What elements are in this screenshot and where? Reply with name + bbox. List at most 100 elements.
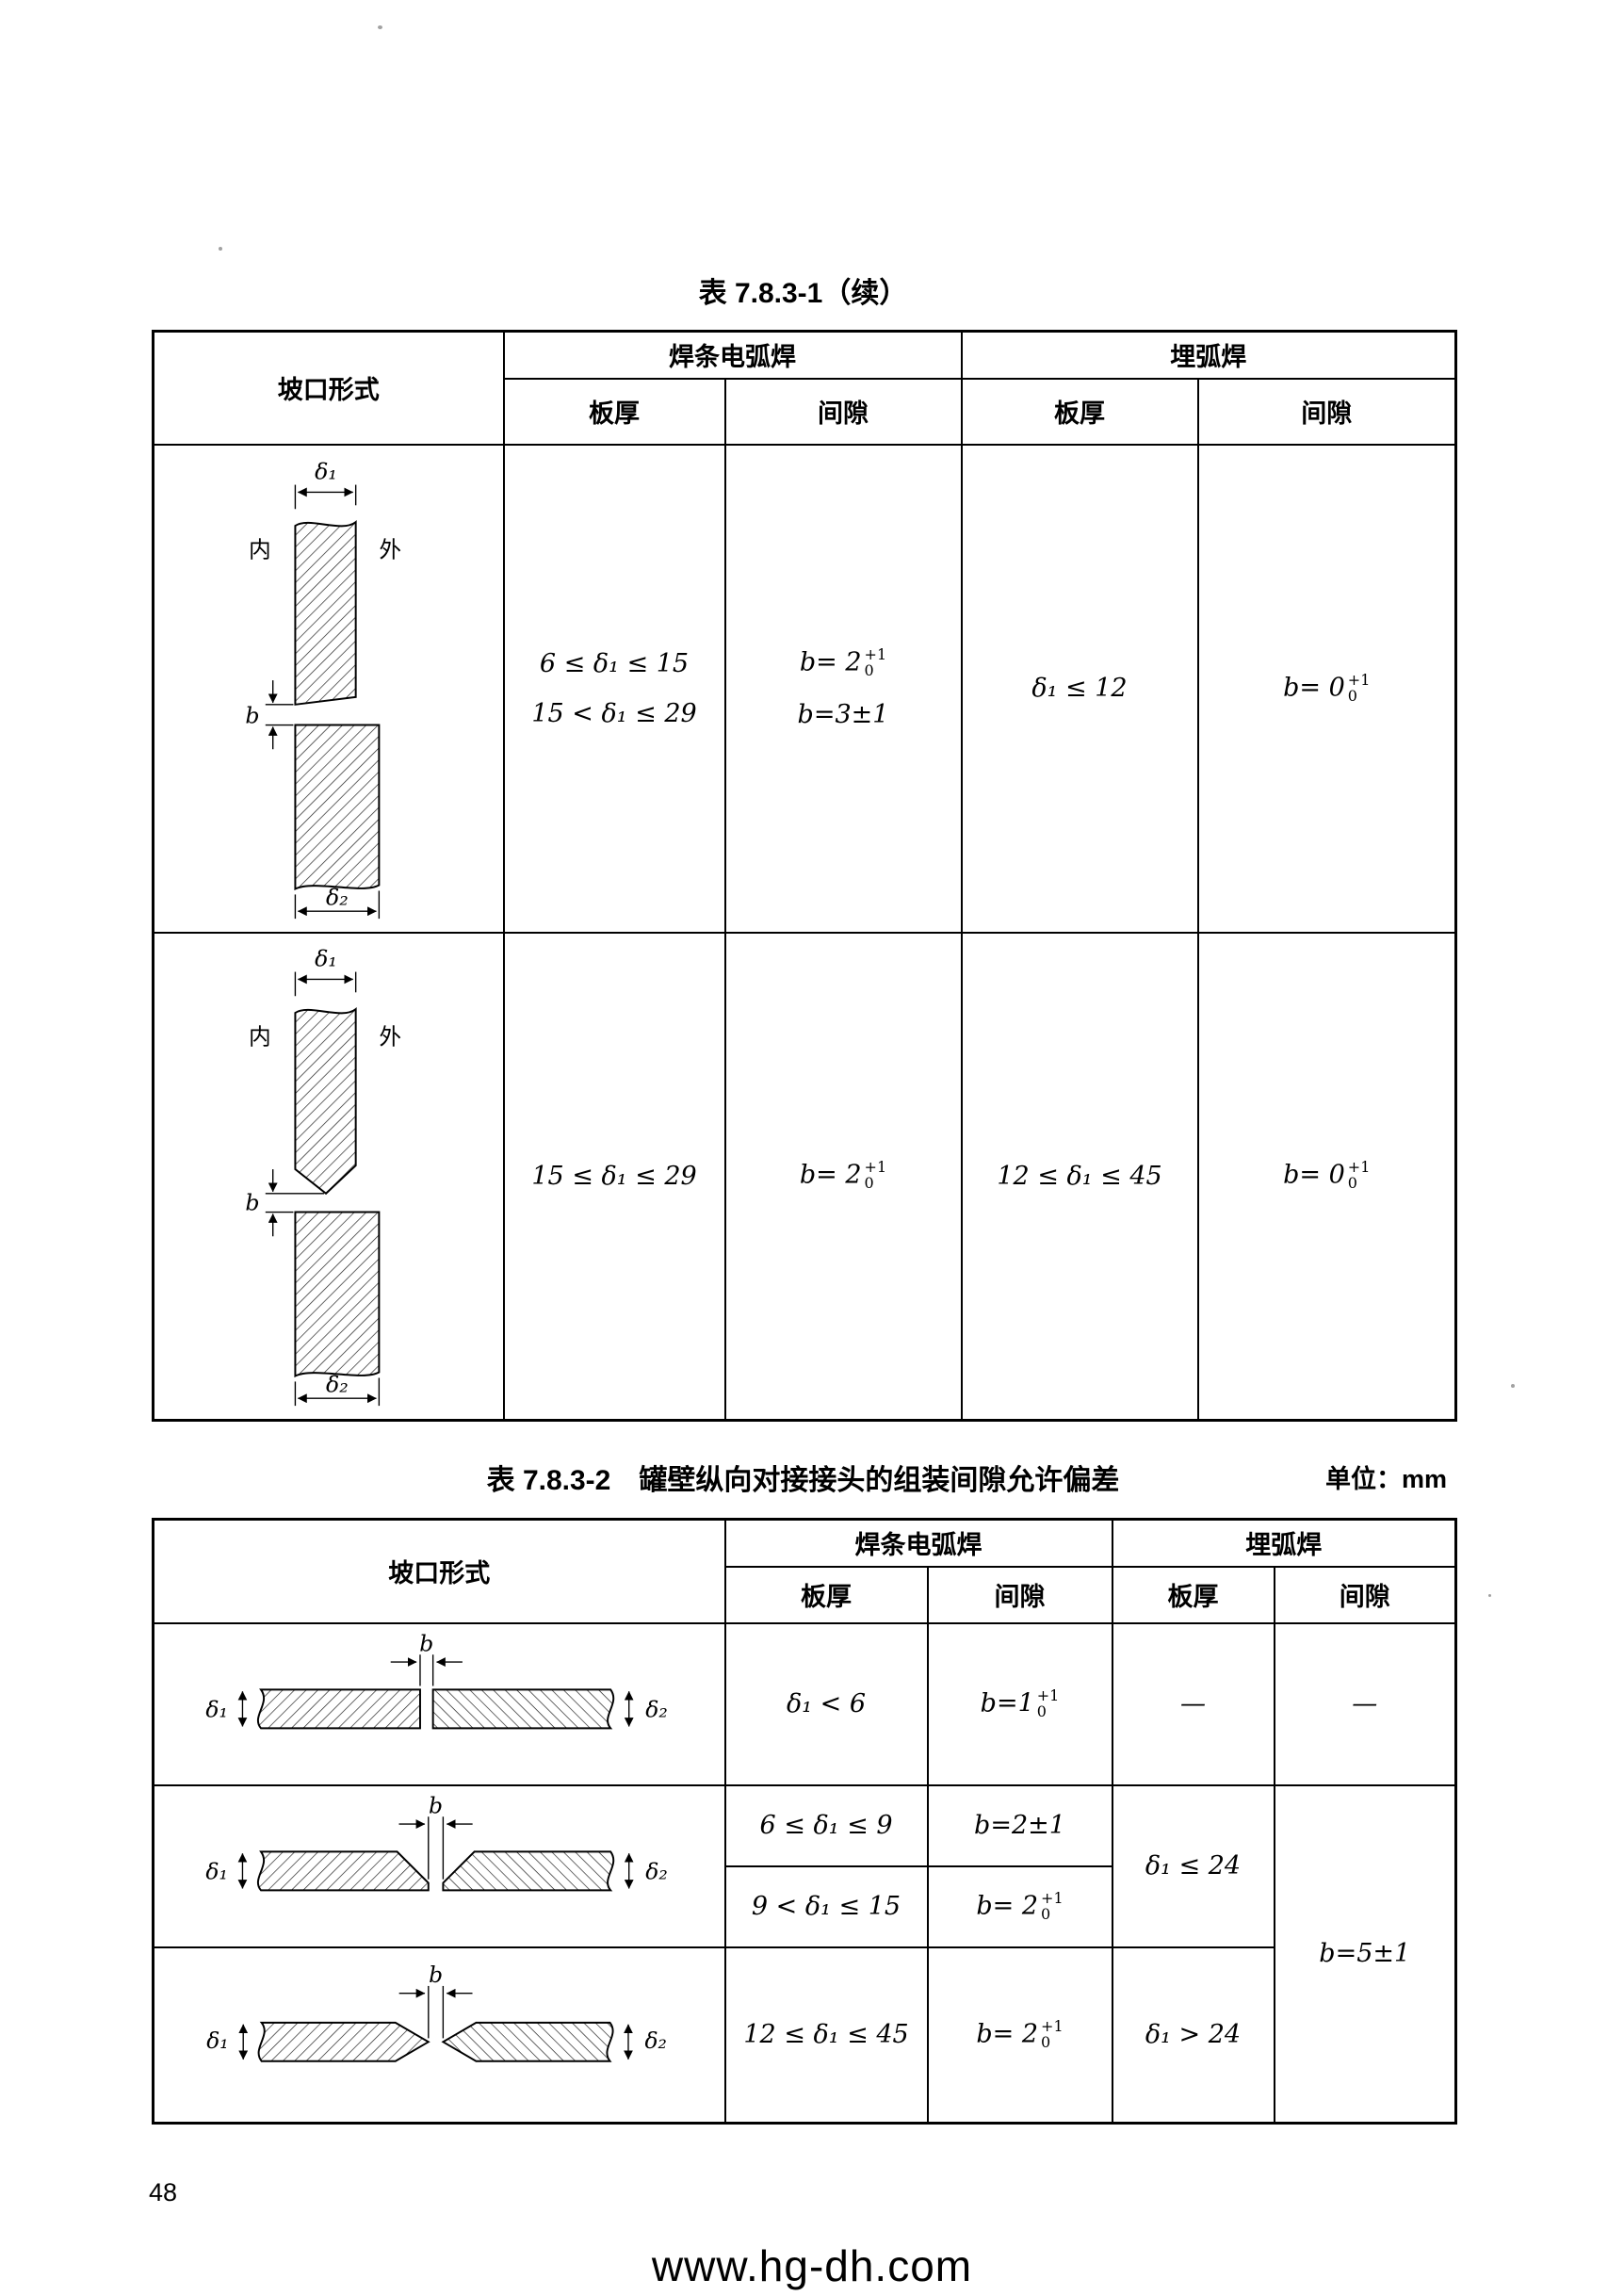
t1-header-saw-gap: 间隙: [1196, 377, 1457, 446]
lower-plate-shape: [294, 1211, 381, 1378]
t2-r2-groove-diagram-cell: b δ₁ δ₂: [152, 1783, 726, 1948]
footer-watermark-url: www.hg-dh.com: [651, 2241, 973, 2290]
right-plate-beveled-shape: [442, 1849, 615, 1891]
scan-speck: [378, 25, 382, 29]
upper-plate-beveled-shape: [294, 1007, 357, 1196]
t1-r1-smaw-thickness: 6 ≤ δ₁ ≤ 15 15 < δ₁ ≤ 29: [502, 443, 726, 934]
t2-header-saw-gap: 间隙: [1273, 1565, 1457, 1624]
left-plate-shape: [257, 1687, 422, 1729]
t2-r2a-smaw-thickness: 6 ≤ δ₁ ≤ 9: [723, 1783, 929, 1867]
inner-side-label: 内: [249, 1025, 271, 1050]
square-butt-joint-diagram: b δ₁ δ₂: [206, 1630, 668, 1729]
delta1-dim-label: δ₁: [206, 2027, 228, 2054]
outer-side-label: 外: [379, 1025, 401, 1050]
delta2-dim-label: δ₂: [326, 884, 349, 910]
outer-side-label: 外: [379, 537, 401, 562]
thickness-range-line: 6 ≤ δ₁ ≤ 15: [539, 648, 690, 678]
t2-r2r3-saw-gap: b=5±1: [1273, 1783, 1457, 2125]
delta1-dim-label: δ₁: [206, 1858, 229, 1884]
scan-speck: [219, 247, 222, 251]
vertical-joint-diagram-1: δ₁ 内 外 b δ₂: [245, 458, 401, 919]
tolerance-sup: +1: [864, 1158, 887, 1177]
t2-r2b-smaw-thickness: 9 < δ₁ ≤ 15: [723, 1864, 929, 1948]
t1-header-smaw-gap: 间隙: [723, 377, 963, 446]
t2-header-smaw-thickness: 板厚: [723, 1565, 929, 1624]
t1-header-saw-thickness: 板厚: [960, 377, 1199, 446]
t2-r3-saw-thickness: δ₁ > 24: [1111, 1946, 1275, 2125]
gap-b-label: b: [429, 1792, 443, 1818]
page-number: 48: [149, 2178, 178, 2206]
lower-plate-shape: [294, 724, 381, 890]
v-groove-joint-diagram: b δ₁ δ₂: [206, 1792, 668, 1891]
table1: 坡口形式 焊条电弧焊 埋弧焊 板厚 间隙 板厚 间隙 δ₁ 内: [152, 330, 1457, 1422]
t1-r1-groove-diagram-cell: δ₁ 内 外 b δ₂: [152, 443, 505, 934]
gap-b-label: b: [420, 1630, 434, 1656]
t1-r2-smaw-thickness: 15 ≤ δ₁ ≤ 29: [502, 931, 726, 1422]
x-groove-joint-diagram: b δ₁ δ₂: [206, 1962, 667, 2062]
gap-b-label: b: [245, 702, 259, 728]
tolerance-sub: 0: [864, 1174, 874, 1193]
delta1-dim-label: δ₁: [206, 1696, 229, 1722]
t2-r1-saw-thickness: —: [1111, 1621, 1275, 1786]
tolerance-sup: +1: [1036, 1685, 1060, 1704]
thickness-range-line: 15 < δ₁ ≤ 29: [531, 698, 697, 728]
gap-value-line: b=3±1: [797, 699, 889, 729]
right-plate-double-bevel-shape: [441, 2021, 614, 2062]
tolerance-sup: +1: [1347, 1158, 1371, 1177]
delta2-dim-label: δ₂: [645, 1858, 668, 1884]
upper-plate-shape: [294, 519, 357, 706]
tolerance-sup: +1: [1041, 1888, 1064, 1907]
t2-header-saw: 埋弧焊: [1111, 1518, 1457, 1568]
tolerance-sub: 0: [1347, 1174, 1357, 1193]
gap-b-label: b: [429, 1962, 443, 1988]
t2-r1-groove-diagram-cell: b δ₁ δ₂: [152, 1621, 726, 1786]
t2-r1-smaw-thickness: δ₁ < 6: [723, 1621, 929, 1786]
t1-r1-saw-thickness: δ₁ ≤ 12: [960, 443, 1199, 934]
vertical-joint-diagram-2: δ₁ 内 外 b δ₂: [245, 946, 401, 1407]
table1-title: 表 7.8.3-1（续）: [698, 278, 908, 309]
tolerance-sup: +1: [864, 645, 887, 664]
t2-header-groove-form: 坡口形式: [152, 1518, 726, 1624]
scan-speck: [1488, 1594, 1491, 1597]
gap-b-label: b: [245, 1190, 259, 1216]
inner-side-label: 内: [249, 537, 271, 562]
tolerance-sup: +1: [1347, 670, 1371, 689]
tolerance-sub: 0: [864, 661, 874, 679]
tolerance-sub: 0: [1041, 2032, 1051, 2051]
t2-r2-saw-thickness: δ₁ ≤ 24: [1111, 1783, 1275, 1948]
table2: 坡口形式 焊条电弧焊 埋弧焊 板厚 间隙 板厚 间隙 b: [152, 1518, 1457, 2125]
left-plate-beveled-shape: [257, 1849, 430, 1891]
t1-header-saw: 埋弧焊: [960, 330, 1457, 380]
t1-r2-groove-diagram-cell: δ₁ 内 外 b δ₂: [152, 931, 505, 1422]
t2-r3-smaw-thickness: 12 ≤ δ₁ ≤ 45: [723, 1946, 929, 2125]
t2-header-saw-thickness: 板厚: [1111, 1565, 1275, 1624]
t2-r2a-smaw-gap: b=2±1: [926, 1783, 1113, 1867]
right-plate-shape: [431, 1687, 615, 1729]
t1-r2-saw-thickness: 12 ≤ δ₁ ≤ 45: [960, 931, 1199, 1422]
table2-unit-label: 单位：mm: [1324, 1465, 1447, 1493]
scan-speck: [1511, 1384, 1515, 1388]
left-plate-double-bevel-shape: [257, 2021, 430, 2062]
tolerance-sub: 0: [1347, 686, 1357, 705]
t1-header-smaw-thickness: 板厚: [502, 377, 726, 446]
delta2-dim-label: δ₂: [326, 1372, 349, 1398]
tolerance-sub: 0: [1041, 1904, 1051, 1923]
delta2-dim-label: δ₂: [645, 1696, 668, 1722]
delta2-dim-label: δ₂: [645, 2027, 667, 2054]
t2-header-smaw-gap: 间隙: [926, 1565, 1113, 1624]
t2-r1-saw-gap: —: [1273, 1621, 1457, 1786]
table2-title: 表 7.8.3-2 罐壁纵向对接接头的组装间隙允许偏差: [486, 1465, 1120, 1496]
delta1-dim-label: δ₁: [315, 458, 337, 484]
table2-titlebar: 表 7.8.3-2 罐壁纵向对接接头的组装间隙允许偏差 单位：mm: [152, 1457, 1454, 1496]
t2-header-smaw: 焊条电弧焊: [723, 1518, 1113, 1568]
t2-r3-groove-diagram-cell: b δ₁ δ₂: [152, 1946, 726, 2125]
